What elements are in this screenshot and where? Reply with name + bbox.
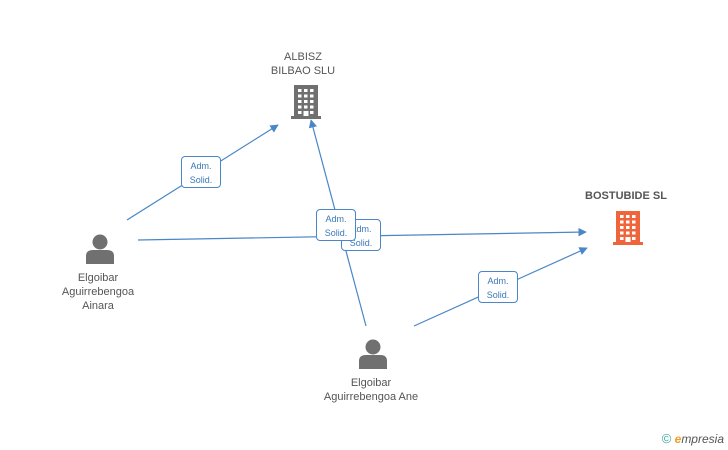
edge-badge-ainara-albisz[interactable]: Adm. Solid. [181, 156, 221, 188]
brand-logo-text: mpresia [681, 432, 724, 446]
node-label-albisz[interactable]: ALBISZ BILBAO SLU [271, 50, 335, 78]
edge-badge-text: Solid. [486, 290, 510, 300]
node-label-line: ALBISZ [284, 51, 322, 63]
brand-logo-e: e [674, 432, 682, 446]
node-label-line: Aguirrebengoa [61, 286, 135, 298]
edge-badge-text: Adm. [190, 161, 212, 171]
edge-badge-text: Solid. [324, 228, 348, 238]
copyright-symbol: © [661, 431, 672, 446]
edge-badge-text: Adm. [350, 224, 372, 234]
node-label-line: Elgoibar [350, 377, 392, 389]
building-icon-bostubide[interactable] [613, 211, 643, 245]
edge-badge-text: Adm. [325, 214, 347, 224]
edge-badge-text: Solid. [349, 238, 373, 248]
edge-badge-text: Adm. [487, 276, 509, 286]
node-label-bostubide[interactable]: BOSTUBIDE SL [585, 189, 667, 203]
edge-badge-text: Solid. [189, 175, 213, 185]
node-label-line: Elgoibar [77, 272, 119, 284]
edge-badge-ane-albisz[interactable]: Adm. Solid. [316, 209, 356, 241]
node-label-line: BILBAO SLU [270, 65, 336, 77]
person-icon-ainara[interactable] [86, 234, 114, 265]
node-label-line: BOSTUBIDE SL [585, 190, 667, 202]
building-icon-albisz[interactable] [291, 85, 321, 119]
node-label-line: Aguirrebengoa Ane [323, 391, 419, 403]
person-icon-ane[interactable] [359, 339, 387, 370]
empresia-brand: © empresia [662, 431, 724, 446]
node-label-line: Ainara [82, 300, 114, 312]
edge-badge-ane-bostubide[interactable]: Adm. Solid. [478, 271, 518, 303]
